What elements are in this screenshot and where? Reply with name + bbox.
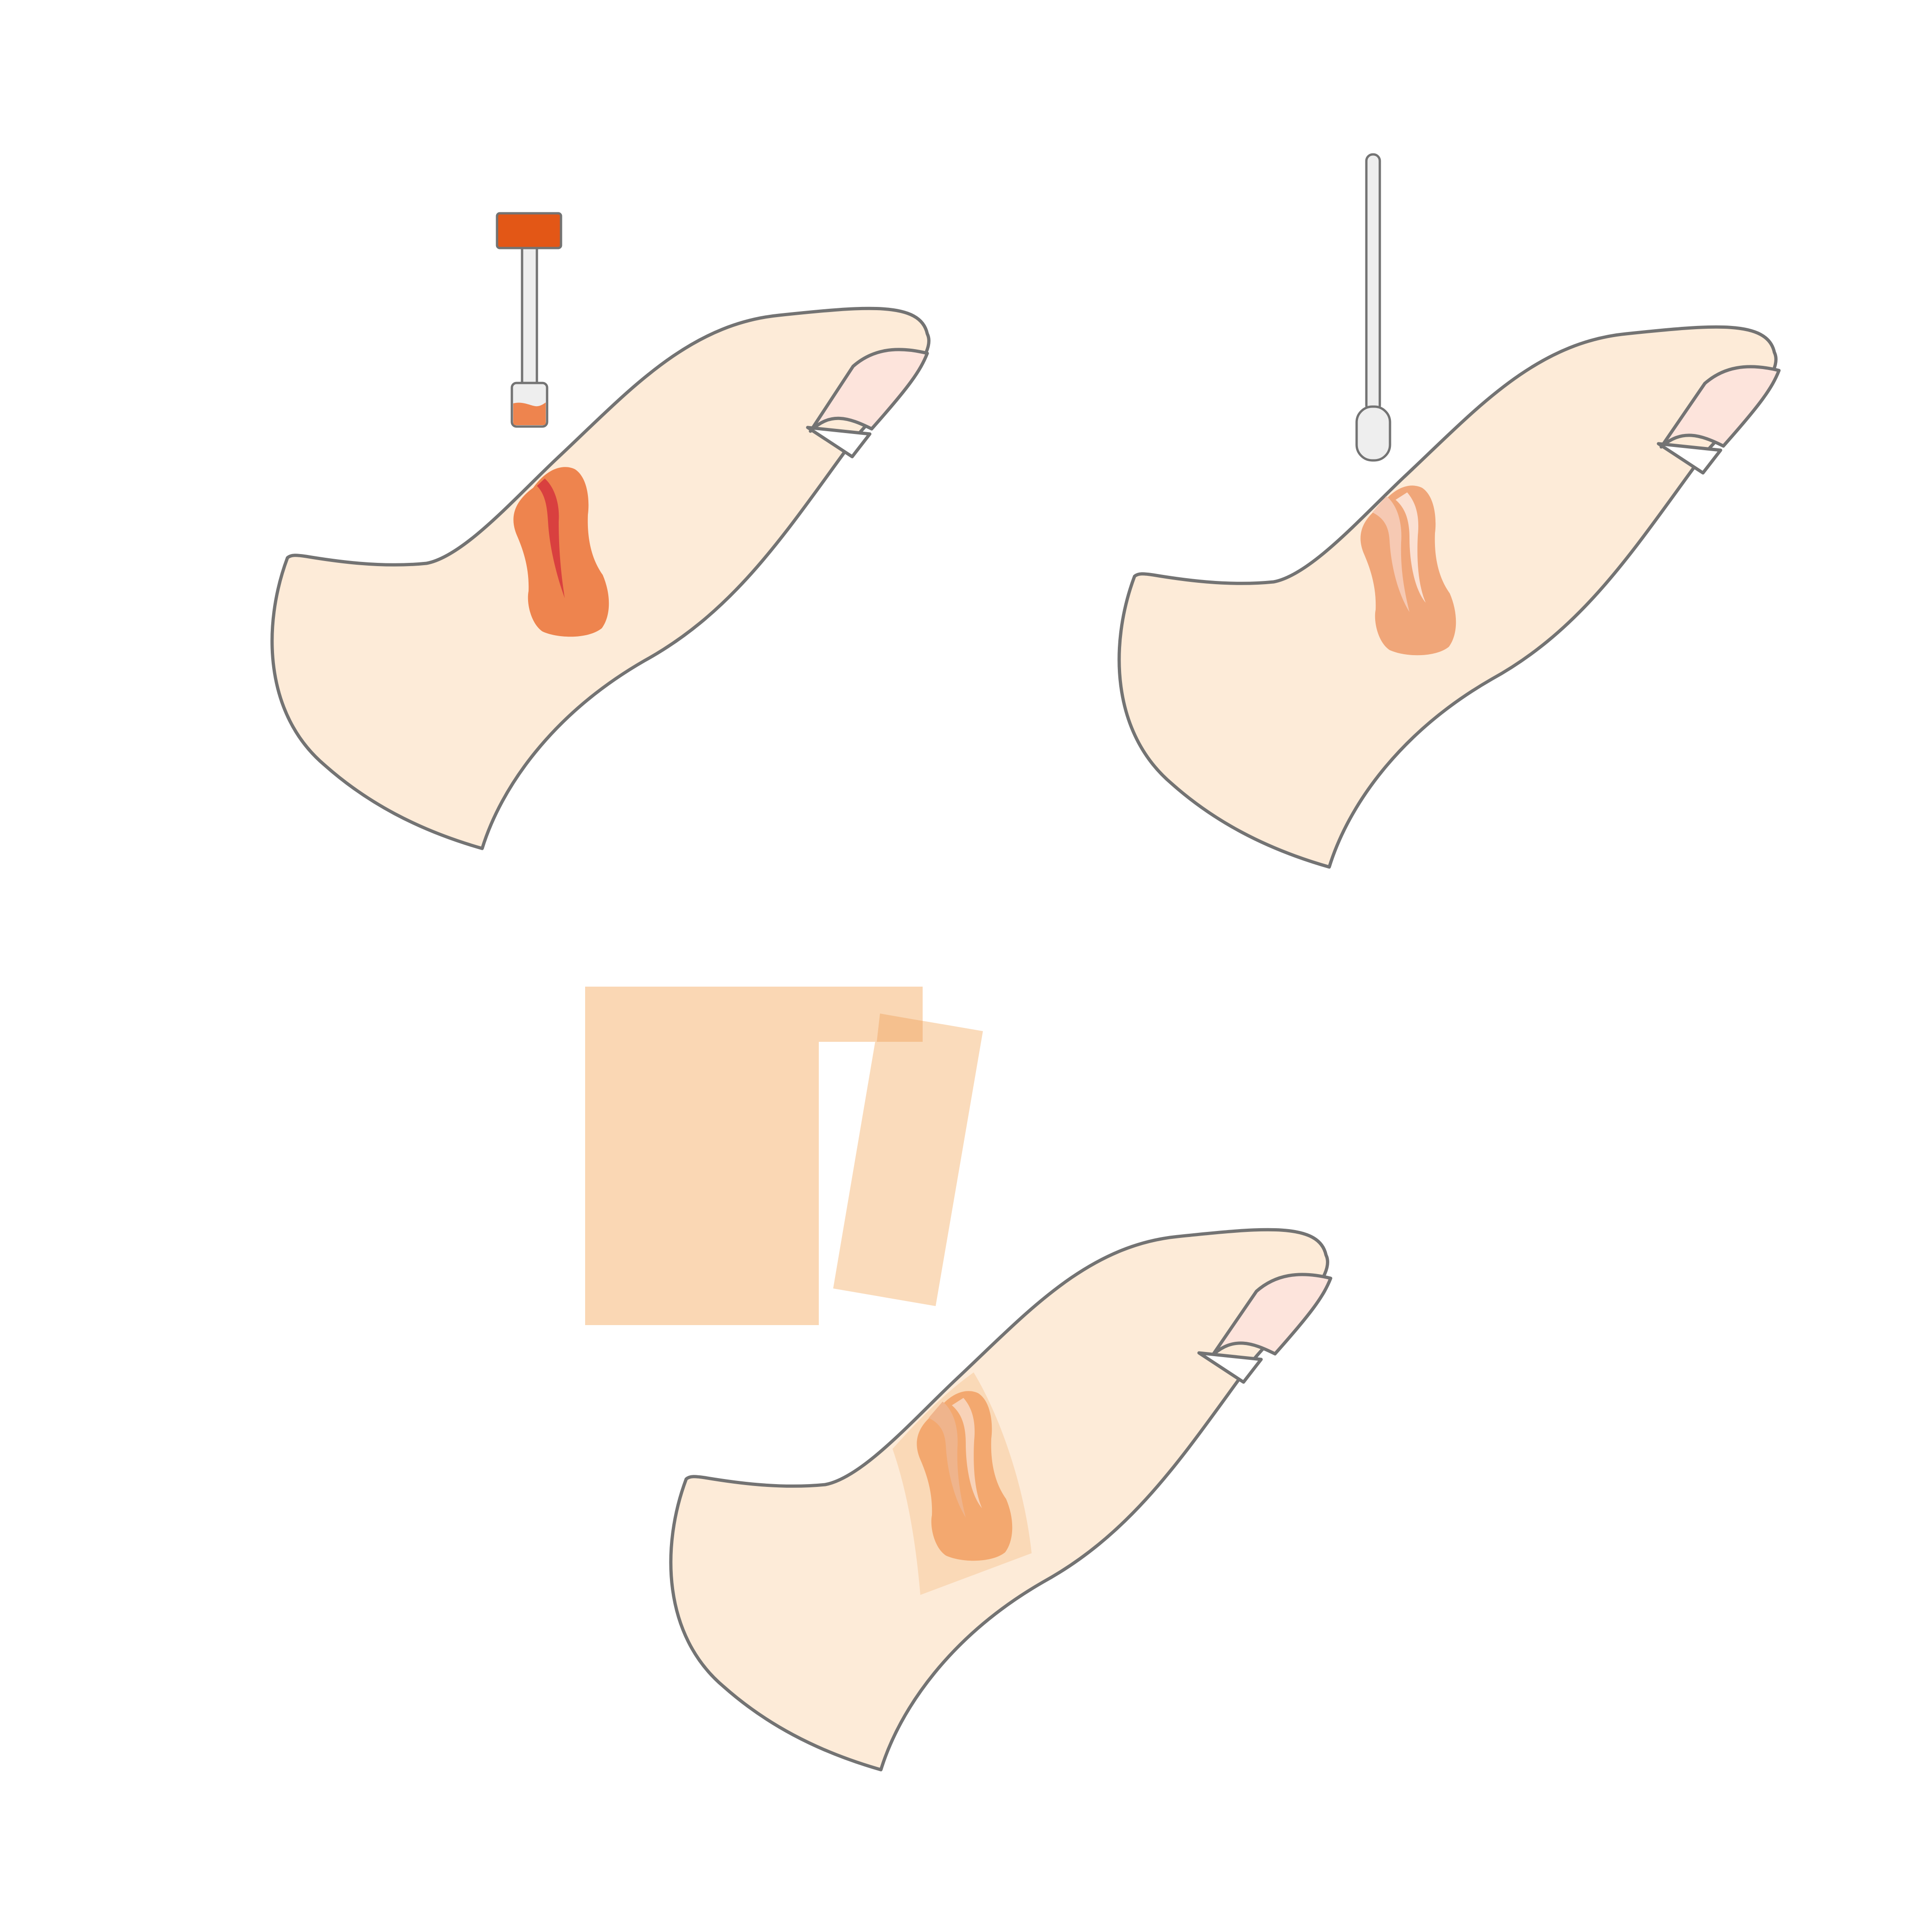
bandage-strip xyxy=(833,1014,983,1306)
blood-line-1 xyxy=(537,478,565,598)
adhesive-bandage xyxy=(585,987,983,1325)
wound-3-under-bandage xyxy=(917,1391,1013,1561)
nail-tip-1 xyxy=(806,426,872,459)
applicator-liquid xyxy=(513,402,546,425)
nail-tip-2 xyxy=(1657,442,1722,475)
applicator-cap xyxy=(496,212,562,249)
nail-3 xyxy=(1211,1273,1333,1357)
wound-2 xyxy=(1360,485,1456,656)
panel-step-1 xyxy=(270,212,931,850)
panel-step-3 xyxy=(585,987,1333,1772)
cleaned-streak-2b xyxy=(1396,492,1426,603)
nail-2 xyxy=(1659,365,1781,449)
cleaned-streak-3a xyxy=(929,1402,966,1518)
nail-1 xyxy=(809,348,929,433)
wound-1 xyxy=(513,467,609,637)
cotton-swab xyxy=(1355,153,1391,462)
cleaned-streak-2a xyxy=(1372,496,1409,612)
cleaned-streak-3b xyxy=(952,1398,982,1508)
antiseptic-applicator xyxy=(496,212,562,428)
swab-stick xyxy=(1365,153,1381,413)
bandage-overlap xyxy=(877,1014,923,1042)
bandage-backing-large xyxy=(585,987,923,1325)
panel-step-2 xyxy=(1117,153,1781,869)
applicator-stem xyxy=(521,247,538,385)
swab-cotton-head xyxy=(1355,405,1391,462)
nail-tip-3 xyxy=(1197,1351,1263,1384)
